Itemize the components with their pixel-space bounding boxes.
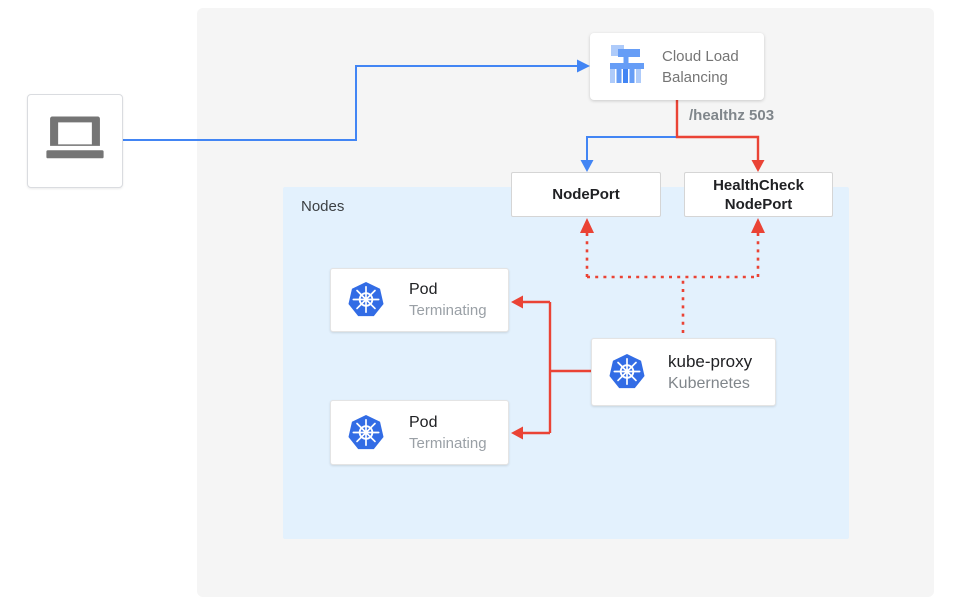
kube-proxy-title: kube-proxy <box>668 351 753 371</box>
pod-status: Terminating <box>409 434 487 452</box>
kube-proxy-node[interactable]: kube-proxy Kubernetes <box>591 338 776 406</box>
healthz-status-label: /healthz 503 <box>689 107 775 124</box>
cloud-load-balancing-icon <box>604 42 648 91</box>
kube-proxy-subtitle: Kubernetes <box>668 374 750 392</box>
pod-1-node[interactable]: Pod Terminating <box>330 268 509 332</box>
client-node[interactable] <box>27 94 123 188</box>
kubernetes-icon <box>608 353 646 391</box>
kubernetes-icon <box>347 414 385 452</box>
kubernetes-icon <box>347 281 385 319</box>
pod-title: Pod <box>409 281 438 298</box>
nodeport-node[interactable]: NodePort <box>511 172 661 217</box>
cloud-load-balancing-node[interactable]: Cloud Load Balancing <box>590 33 764 100</box>
laptop-icon <box>42 112 108 170</box>
pod-status: Terminating <box>409 302 487 319</box>
healthcheck-nodeport-label: HealthCheck NodePort <box>713 176 804 213</box>
nodeport-label: NodePort <box>552 186 620 203</box>
nodes-label: Nodes <box>301 198 345 215</box>
healthcheck-nodeport-node[interactable]: HealthCheck NodePort <box>684 172 833 217</box>
pod-title: Pod <box>409 413 438 431</box>
pod-2-node[interactable]: Pod Terminating <box>330 400 509 465</box>
cloud-load-balancing-label: Cloud Load Balancing <box>662 47 739 86</box>
